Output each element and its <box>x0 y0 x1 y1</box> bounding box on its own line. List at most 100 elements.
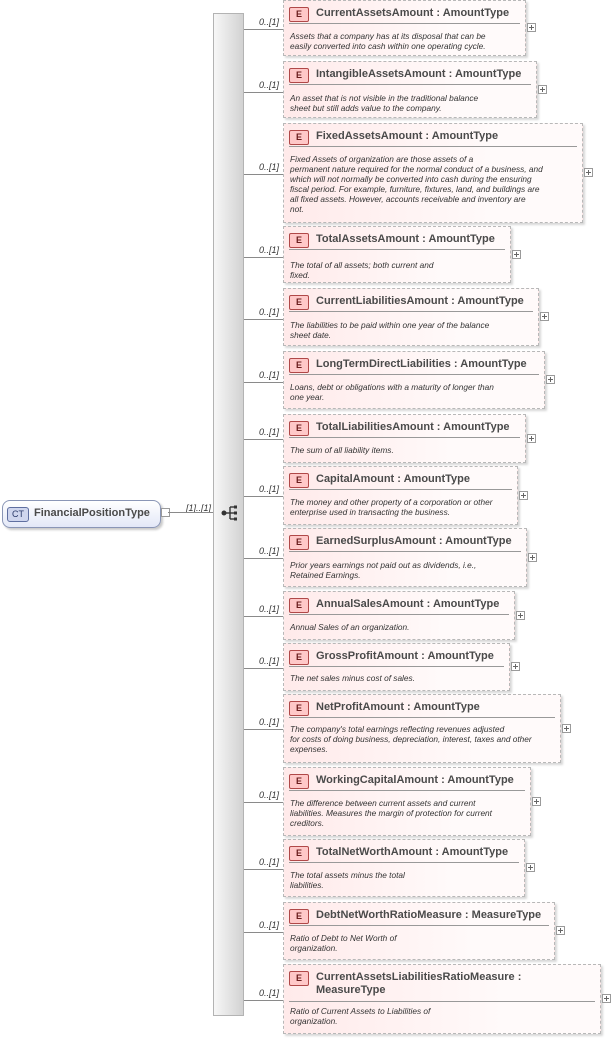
element-type: AmountType <box>454 68 522 80</box>
expand-icon[interactable] <box>562 724 571 733</box>
element-connector <box>244 616 283 617</box>
complex-type-name: FinancialPositionType <box>34 507 150 519</box>
title-divider <box>289 666 504 667</box>
title-divider <box>289 717 555 718</box>
element-multiplicity: 0..[1] <box>259 484 280 494</box>
element-title: LongTermDirectLiabilities : AmountType <box>316 358 527 370</box>
title-divider <box>289 23 520 24</box>
element-title: WorkingCapitalAmount : AmountType <box>316 774 514 786</box>
expand-icon[interactable] <box>512 250 521 259</box>
element-badge: E <box>289 598 309 613</box>
element-type: MeasureType <box>471 909 542 921</box>
element-title: CurrentLiabilitiesAmount : AmountType <box>316 295 524 307</box>
complex-type-box[interactable]: CT FinancialPositionType <box>2 500 161 528</box>
element-multiplicity: 0..[1] <box>259 17 280 27</box>
element-badge: E <box>289 68 309 83</box>
element-connector <box>244 382 283 383</box>
title-divider <box>289 1001 595 1002</box>
element-title: NetProfitAmount : AmountType <box>316 701 480 713</box>
element-badge: E <box>289 473 309 488</box>
element-title: EarnedSurplusAmount : AmountType <box>316 535 512 547</box>
element-name: WorkingCapitalAmount <box>316 774 439 786</box>
expand-icon[interactable] <box>516 611 525 620</box>
element-name: CurrentAssetsLiabilitiesRatioMeasure <box>316 971 515 983</box>
element-title: DebtNetWorthRatioMeasure : MeasureType <box>316 909 541 921</box>
ct-connector-line <box>168 512 213 513</box>
element-name: DebtNetWorthRatioMeasure <box>316 909 462 921</box>
title-divider <box>289 84 531 85</box>
type-separator: : <box>422 130 432 142</box>
expand-icon[interactable] <box>528 553 537 562</box>
element-name: NetProfitAmount <box>316 701 404 713</box>
element-documentation: Loans, debt or obligations with a maturi… <box>290 382 494 402</box>
expand-icon[interactable] <box>511 662 520 671</box>
element-multiplicity: 0..[1] <box>259 427 280 437</box>
expand-icon[interactable] <box>584 168 593 177</box>
expand-icon[interactable] <box>526 863 535 872</box>
element-type: AmountType <box>445 535 512 547</box>
type-separator: : <box>433 7 443 19</box>
type-separator: : <box>448 295 458 307</box>
element-type: AmountType <box>442 7 510 19</box>
expand-icon[interactable] <box>538 85 547 94</box>
element-documentation: Ratio of Current Assets to Liabilities o… <box>290 1006 431 1026</box>
sequence-multiplicity: [1]..[1] <box>186 503 212 513</box>
element-badge: E <box>289 421 309 436</box>
element-multiplicity: 0..[1] <box>259 790 280 800</box>
expand-icon[interactable] <box>527 434 536 443</box>
element-badge: E <box>289 130 309 145</box>
title-divider <box>289 614 509 615</box>
title-divider <box>289 146 577 147</box>
element-title: CurrentAssetsLiabilitiesRatioMeasure : M… <box>316 971 592 997</box>
element-connector <box>244 932 283 933</box>
expand-icon[interactable] <box>519 491 528 500</box>
element-documentation: Fixed Assets of organization are those a… <box>290 154 543 214</box>
element-connector <box>244 802 283 803</box>
element-connector <box>244 668 283 669</box>
type-separator: : <box>445 68 455 80</box>
expand-icon[interactable] <box>602 994 611 1003</box>
element-name: LongTermDirectLiabilities <box>316 358 451 370</box>
element-multiplicity: 0..[1] <box>259 307 280 317</box>
element-documentation: The money and other property of a corpor… <box>290 497 493 517</box>
title-divider <box>289 790 525 791</box>
type-separator: : <box>432 846 442 858</box>
sequence-bar <box>213 13 244 1016</box>
expand-icon[interactable] <box>556 926 565 935</box>
element-type: AmountType <box>428 233 495 245</box>
title-divider <box>289 925 549 926</box>
expand-icon[interactable] <box>540 312 549 321</box>
type-separator: : <box>435 535 446 547</box>
element-connector <box>244 29 283 30</box>
element-title: TotalLiabilitiesAmount : AmountType <box>316 421 510 433</box>
element-name: TotalLiabilitiesAmount <box>316 421 434 433</box>
expand-icon[interactable] <box>546 375 555 384</box>
element-title: CurrentAssetsAmount : AmountType <box>316 7 509 19</box>
element-type: AmountType <box>460 358 527 370</box>
sequence-icon <box>221 505 237 521</box>
element-documentation: Assets that a company has at its disposa… <box>290 31 486 51</box>
element-badge: E <box>289 650 309 665</box>
element-name: TotalAssetsAmount <box>316 233 420 245</box>
title-divider <box>289 489 512 490</box>
expand-icon[interactable] <box>527 23 536 32</box>
expand-icon[interactable] <box>532 797 541 806</box>
element-multiplicity: 0..[1] <box>259 80 280 90</box>
